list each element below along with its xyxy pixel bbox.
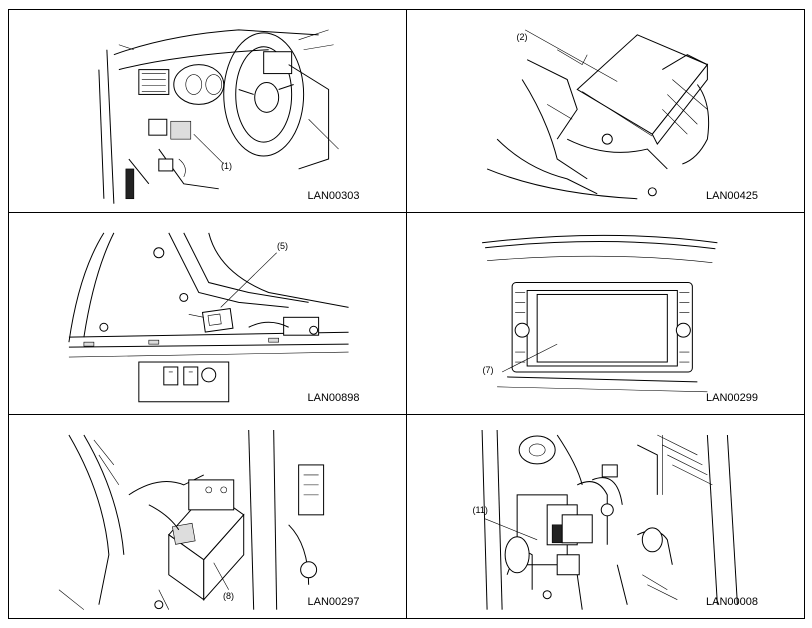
panel-lan00297: (8) LAN00297: [9, 415, 407, 618]
callout-label: (5): [277, 240, 288, 251]
figure-code: LAN00898: [307, 392, 360, 405]
panel-lan00008: (11) LAN00008: [407, 415, 805, 618]
panel-lan00299: (7) LAN00299: [406, 213, 804, 416]
callout-label: (8): [223, 591, 234, 602]
display-illustration: [481, 234, 717, 392]
figure-code: LAN00299: [706, 392, 758, 405]
figure-code: LAN00297: [307, 596, 360, 608]
callout-label: (2): [516, 32, 528, 42]
panel-lan00425: (2) LAN00425: [406, 10, 804, 213]
callout-label: (7): [482, 364, 494, 375]
panel-lan00303: (1) LAN00303: [9, 10, 407, 213]
lower-dash-illustration: [58, 430, 325, 611]
figure-sheet: (1) LAN00303 (: [8, 9, 805, 619]
callout-label: (1): [221, 161, 232, 171]
pillar-illustration: [68, 232, 349, 402]
engine-bay-illustration: [481, 430, 738, 611]
dashboard-illustration: [98, 29, 339, 204]
figure-code: LAN00008: [706, 596, 758, 608]
figure-grid: (1) LAN00303 (: [9, 10, 804, 618]
module-illustration: [486, 29, 709, 200]
callout-label: (11): [472, 505, 488, 516]
figure-code: LAN00303: [307, 189, 360, 202]
figure-code: LAN00425: [706, 189, 758, 202]
panel-lan00898: (5) LAN00898: [9, 212, 407, 416]
